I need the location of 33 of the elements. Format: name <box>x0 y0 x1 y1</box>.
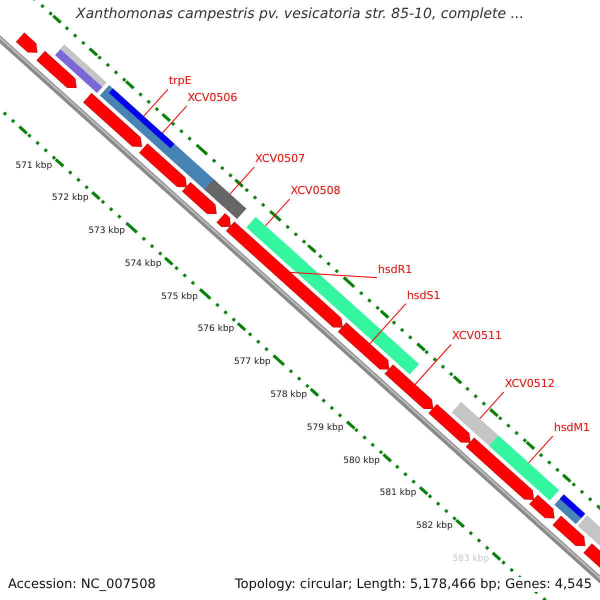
gene-label: XCV0511 <box>452 329 502 342</box>
leader-line <box>479 391 504 420</box>
gene-label: XCV0508 <box>290 184 341 198</box>
gene-label: hsdS1 <box>406 288 440 302</box>
tick-label: 573 kbp <box>88 226 125 236</box>
tick-label: 581 kbp <box>380 488 416 498</box>
gene-label: XCV0507 <box>255 152 306 166</box>
gene-label: trpE <box>168 74 192 88</box>
tick-label: 574 kbp <box>124 258 162 269</box>
tick-label: 579 kbp <box>306 422 344 433</box>
leader-line <box>369 303 406 344</box>
gene-label: XCV0512 <box>504 376 555 390</box>
tick-label: 575 kbp <box>161 292 198 302</box>
tick-label: 582 kbp <box>416 521 453 532</box>
map-title: Xanthomonas campestris pv. vesicatoria str. 85-10, complete ... <box>74 6 525 22</box>
gene-label: hsdM1 <box>554 421 590 434</box>
leader-line <box>265 198 290 226</box>
leader-line <box>230 166 255 194</box>
leader-line <box>290 272 378 278</box>
tick-label: 576 kbp <box>198 324 234 334</box>
gene-label: XCV0506 <box>187 91 238 104</box>
tick-label: 577 kbp <box>234 357 271 368</box>
tick-label: 572 kbp <box>52 193 89 204</box>
tick-label: 580 kbp <box>343 456 380 466</box>
tick-label: 578 kbp <box>270 390 308 400</box>
gene-label: hsdR1 <box>378 262 412 276</box>
leader-line <box>414 344 452 386</box>
leader-line <box>162 106 187 134</box>
leader-line <box>143 88 168 117</box>
summary-text: Topology: circular; Length: 5,178,466 bp; Genes: 4,545 <box>234 577 592 592</box>
tick-label: 571 kbp <box>15 160 52 170</box>
accession-text: Accession: NC_007508 <box>8 577 156 592</box>
leader-line <box>528 436 554 464</box>
